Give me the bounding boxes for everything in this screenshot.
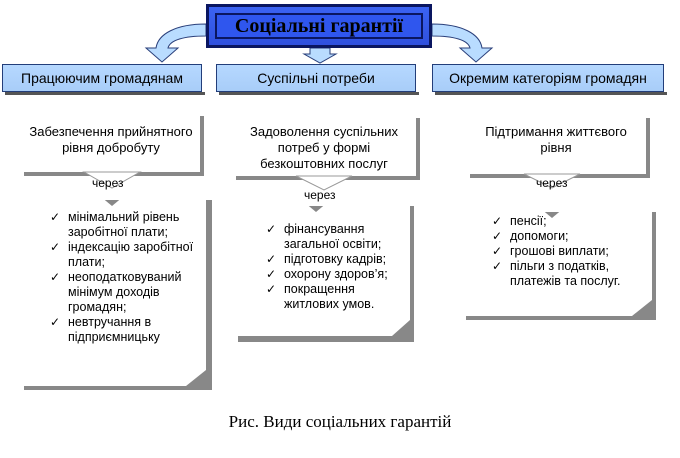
column-1-desc-panel	[20, 112, 200, 172]
left-curved-arrow	[144, 23, 207, 63]
list-item: ✓пільги з податків, платежів та послуг.	[492, 259, 621, 288]
title-box: Соціальні гарантії	[206, 4, 432, 48]
column-2-down-arrow	[295, 175, 353, 191]
column-2-via-label: через	[304, 188, 336, 202]
column-3-down-arrow	[523, 173, 581, 189]
check-icon: ✓	[266, 267, 277, 281]
header-special-categories: Окремим категоріям громадян	[432, 64, 667, 95]
column-1-list: ✓мінімальний рівень заробітної плати; ✓і…	[46, 210, 198, 345]
list-item: ✓покращення житлових умов.	[266, 282, 375, 311]
list-item: ✓фінансування загальної освіти;	[266, 222, 382, 251]
figure-caption: Рис. Види соціальних гарантій	[228, 412, 452, 431]
header-label: Працюючим громадянам	[21, 70, 183, 86]
check-icon: ✓	[492, 259, 503, 273]
column-1-via-label: через	[92, 176, 124, 190]
column-3-desc-panel	[466, 114, 646, 174]
center-down-arrow	[302, 47, 338, 64]
check-icon: ✓	[266, 252, 277, 266]
list-item: ✓неоподатковуваний мінімум доходів грома…	[50, 270, 182, 314]
column-2-panels	[232, 114, 420, 342]
check-icon: ✓	[50, 210, 61, 224]
header-label: Окремим категоріям громадян	[449, 70, 647, 86]
column-2-description: Задоволення суспільних потреб у формі бе…	[249, 124, 398, 171]
header-public-needs: Суспільні потреби	[216, 64, 419, 95]
column-1-description: Забезпечення прийнятного рівня добробуту	[29, 124, 193, 155]
check-icon: ✓	[492, 214, 503, 228]
column-2-list: ✓фінансування загальної освіти; ✓підгото…	[262, 222, 408, 312]
column-1-down-arrow	[82, 171, 142, 189]
column-2-desc-panel	[232, 114, 416, 176]
list-item: ✓мінімальний рівень заробітної плати;	[50, 210, 180, 239]
list-item: ✓допомоги;	[492, 229, 569, 243]
right-curved-arrow	[431, 23, 494, 63]
list-item: ✓охорону здоров’я;	[266, 267, 388, 281]
check-icon: ✓	[492, 229, 503, 243]
column-3-description: Підтримання життєвого рівня	[485, 124, 627, 155]
check-icon: ✓	[50, 315, 61, 329]
diagram-title: Соціальні гарантії	[215, 13, 423, 39]
list-item: ✓підготовку кадрів;	[266, 252, 387, 266]
check-icon: ✓	[50, 270, 61, 284]
header-working-citizens: Працюючим громадянам	[2, 64, 205, 95]
list-item: ✓грошові виплати;	[492, 244, 609, 258]
column-1-list-panel	[20, 196, 206, 386]
check-icon: ✓	[266, 222, 277, 236]
column-3-panels	[462, 114, 656, 320]
list-item: ✓пенсії;	[492, 214, 547, 228]
list-item: ✓індексацію заробітної плати;	[50, 240, 194, 269]
check-icon: ✓	[266, 282, 277, 296]
check-icon: ✓	[50, 240, 61, 254]
column-3-via-label: через	[536, 176, 568, 190]
header-label: Суспільні потреби	[257, 70, 375, 86]
column-3-list: ✓пенсії; ✓допомоги; ✓грошові виплати; ✓п…	[488, 214, 648, 289]
list-item: ✓невтручання в підприємницьку	[50, 315, 160, 344]
column-2-list-panel	[234, 202, 410, 336]
column-3-list-panel	[462, 208, 652, 316]
column-1-panels	[20, 112, 212, 390]
check-icon: ✓	[492, 244, 503, 258]
